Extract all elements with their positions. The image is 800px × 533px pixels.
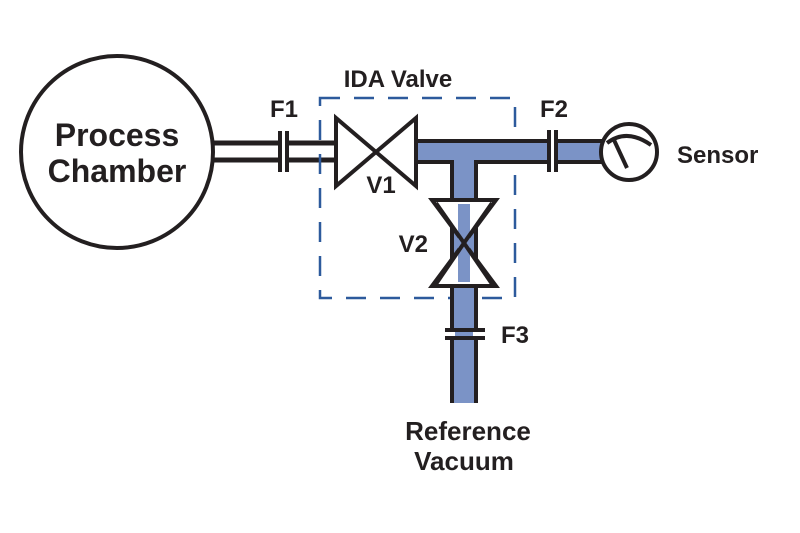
valve-v2 [428, 198, 500, 288]
reference-vacuum-label-line1: Reference [405, 416, 531, 446]
flange-f2-label: F2 [540, 96, 568, 123]
sensor-label: Sensor [677, 142, 758, 169]
sensor-gauge-icon [599, 122, 659, 182]
reference-vacuum-label-line2: Vacuum [414, 446, 514, 476]
process-chamber-label-line2: Chamber [48, 153, 187, 189]
pipe-v1-to-sensor [416, 139, 602, 164]
process-chamber-circle [19, 54, 215, 250]
ida-valve-boundary [318, 96, 517, 300]
ida-valve-title: IDA Valve [344, 66, 453, 93]
flange-f2 [547, 130, 558, 172]
pipe-chamber-to-v1 [212, 140, 336, 163]
valve-v1-label: V1 [366, 172, 395, 199]
valve-v1 [334, 113, 418, 191]
flange-f3-label: F3 [501, 322, 529, 349]
process-chamber-label-line1: Process [55, 117, 180, 153]
flange-f1 [278, 131, 289, 172]
valve-v2-label: V2 [399, 231, 428, 258]
flange-f3 [445, 328, 485, 340]
flange-f1-label: F1 [270, 96, 298, 123]
